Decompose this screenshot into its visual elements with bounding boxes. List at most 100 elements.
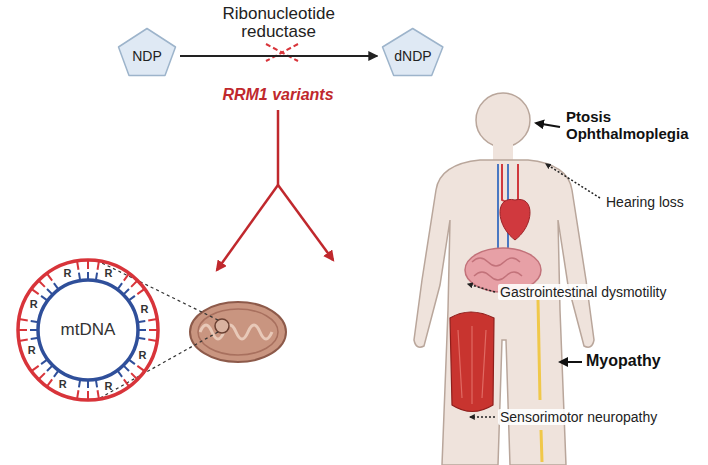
blocked-cross xyxy=(266,44,298,61)
symptom-label: Hearing loss xyxy=(604,194,686,210)
strand-tick xyxy=(30,329,38,331)
blocked-cross xyxy=(266,44,298,61)
strand-tick xyxy=(47,379,52,386)
strand-tick xyxy=(39,281,45,287)
strand-tick xyxy=(47,273,52,280)
ribonucleotide-mark: R xyxy=(28,345,36,356)
reaction-arrow xyxy=(180,55,377,57)
strand-tick xyxy=(31,366,38,371)
strand-tick xyxy=(47,289,53,295)
label-arrows xyxy=(536,123,560,127)
ribonucleotide-mark: R xyxy=(30,299,38,310)
label-arrows xyxy=(468,284,495,292)
human-body xyxy=(450,312,494,412)
human-body xyxy=(476,93,530,147)
mitochondrion xyxy=(200,325,272,339)
ribonucleotide-mark: R xyxy=(64,268,72,279)
human-body xyxy=(472,258,522,280)
human-body xyxy=(538,300,542,462)
ribonucleotide-mark: R xyxy=(140,304,148,315)
strand-tick xyxy=(131,373,137,379)
strand-tick xyxy=(79,379,80,387)
strand-tick xyxy=(54,283,59,289)
light-strand xyxy=(38,280,138,380)
strand-tick xyxy=(138,329,146,331)
branch-arrows xyxy=(217,185,278,270)
strand-tick xyxy=(87,260,89,269)
strand-tick xyxy=(41,359,47,364)
node-text: dNDP xyxy=(394,40,431,64)
strand-tick xyxy=(96,273,97,281)
pentagon-outline xyxy=(119,29,176,76)
mtdna-circle: mtDNA xyxy=(13,255,163,405)
strand-tick xyxy=(117,283,122,289)
strand-tick xyxy=(137,289,144,294)
strand-tick xyxy=(19,340,28,341)
strand-tick xyxy=(148,319,157,320)
strand-tick xyxy=(124,273,129,280)
human-body xyxy=(500,199,530,240)
strand-tick xyxy=(137,338,145,339)
ribonucleotide-mark: R xyxy=(138,350,146,361)
strand-tick xyxy=(98,390,99,399)
branch-arrows xyxy=(278,185,333,260)
symptom-label: Gastrointestinal dysmotility xyxy=(498,284,669,300)
strand-tick xyxy=(128,359,134,364)
strand-tick xyxy=(31,338,39,339)
human-body xyxy=(502,164,518,203)
heavy-strand xyxy=(18,260,158,400)
strand-tick xyxy=(31,289,38,294)
strand-tick xyxy=(41,296,47,301)
strand-tick xyxy=(87,380,89,388)
strand-tick xyxy=(98,261,99,270)
strand-tick xyxy=(123,289,129,295)
strand-tick xyxy=(148,340,157,341)
label-arrows xyxy=(468,123,600,417)
ribonucleotide-mark: R xyxy=(105,268,113,279)
enzyme-label: Ribonucleotide reductase xyxy=(222,5,334,42)
pentagon-outline xyxy=(383,29,443,76)
strand-tick xyxy=(77,261,78,270)
branch-arrows xyxy=(217,110,333,270)
label-arrows xyxy=(470,416,495,418)
node-text: NDP xyxy=(132,40,162,64)
label-arrows xyxy=(546,164,600,198)
strand-tick xyxy=(137,321,145,322)
label-arrows xyxy=(560,361,582,363)
molecule-pentagon: NDP xyxy=(117,27,177,77)
strand-tick xyxy=(137,366,144,371)
strand-tick xyxy=(149,329,158,331)
strand-tick xyxy=(31,321,39,322)
symptom-label: Myopathy xyxy=(586,352,661,370)
strand-tick xyxy=(87,272,89,280)
symptom-label: Sensorimotor neuropathy xyxy=(498,409,659,425)
gene-label: RRM1 variants xyxy=(222,86,333,104)
strand-tick xyxy=(128,296,134,301)
ribonucleotide-mark: R xyxy=(105,381,113,392)
strand-tick xyxy=(131,281,137,287)
strand-tick xyxy=(77,390,78,399)
strand-tick xyxy=(117,370,122,376)
strand-tick xyxy=(19,319,28,320)
mitochondrion xyxy=(215,319,229,333)
branch-arrows xyxy=(277,110,280,185)
blocked-cross xyxy=(266,44,298,61)
strand-tick xyxy=(123,365,129,371)
strand-tick xyxy=(124,379,129,386)
strand-tick xyxy=(47,365,53,371)
strand-tick xyxy=(39,373,45,379)
human-body xyxy=(458,326,486,404)
strand-tick xyxy=(87,391,89,400)
ribonucleotide-mark: R xyxy=(59,379,67,390)
strand-tick xyxy=(96,379,97,387)
strand-tick xyxy=(79,273,80,281)
zoom-leader xyxy=(100,332,218,398)
symptom-label: Ptosis Ophthalmoplegia xyxy=(566,108,689,143)
mitochondrion xyxy=(190,302,286,362)
node-text: mtDNA xyxy=(61,320,116,340)
mtdna-ring xyxy=(18,260,158,400)
strand-tick xyxy=(18,329,27,331)
mitochondrion xyxy=(190,302,286,362)
